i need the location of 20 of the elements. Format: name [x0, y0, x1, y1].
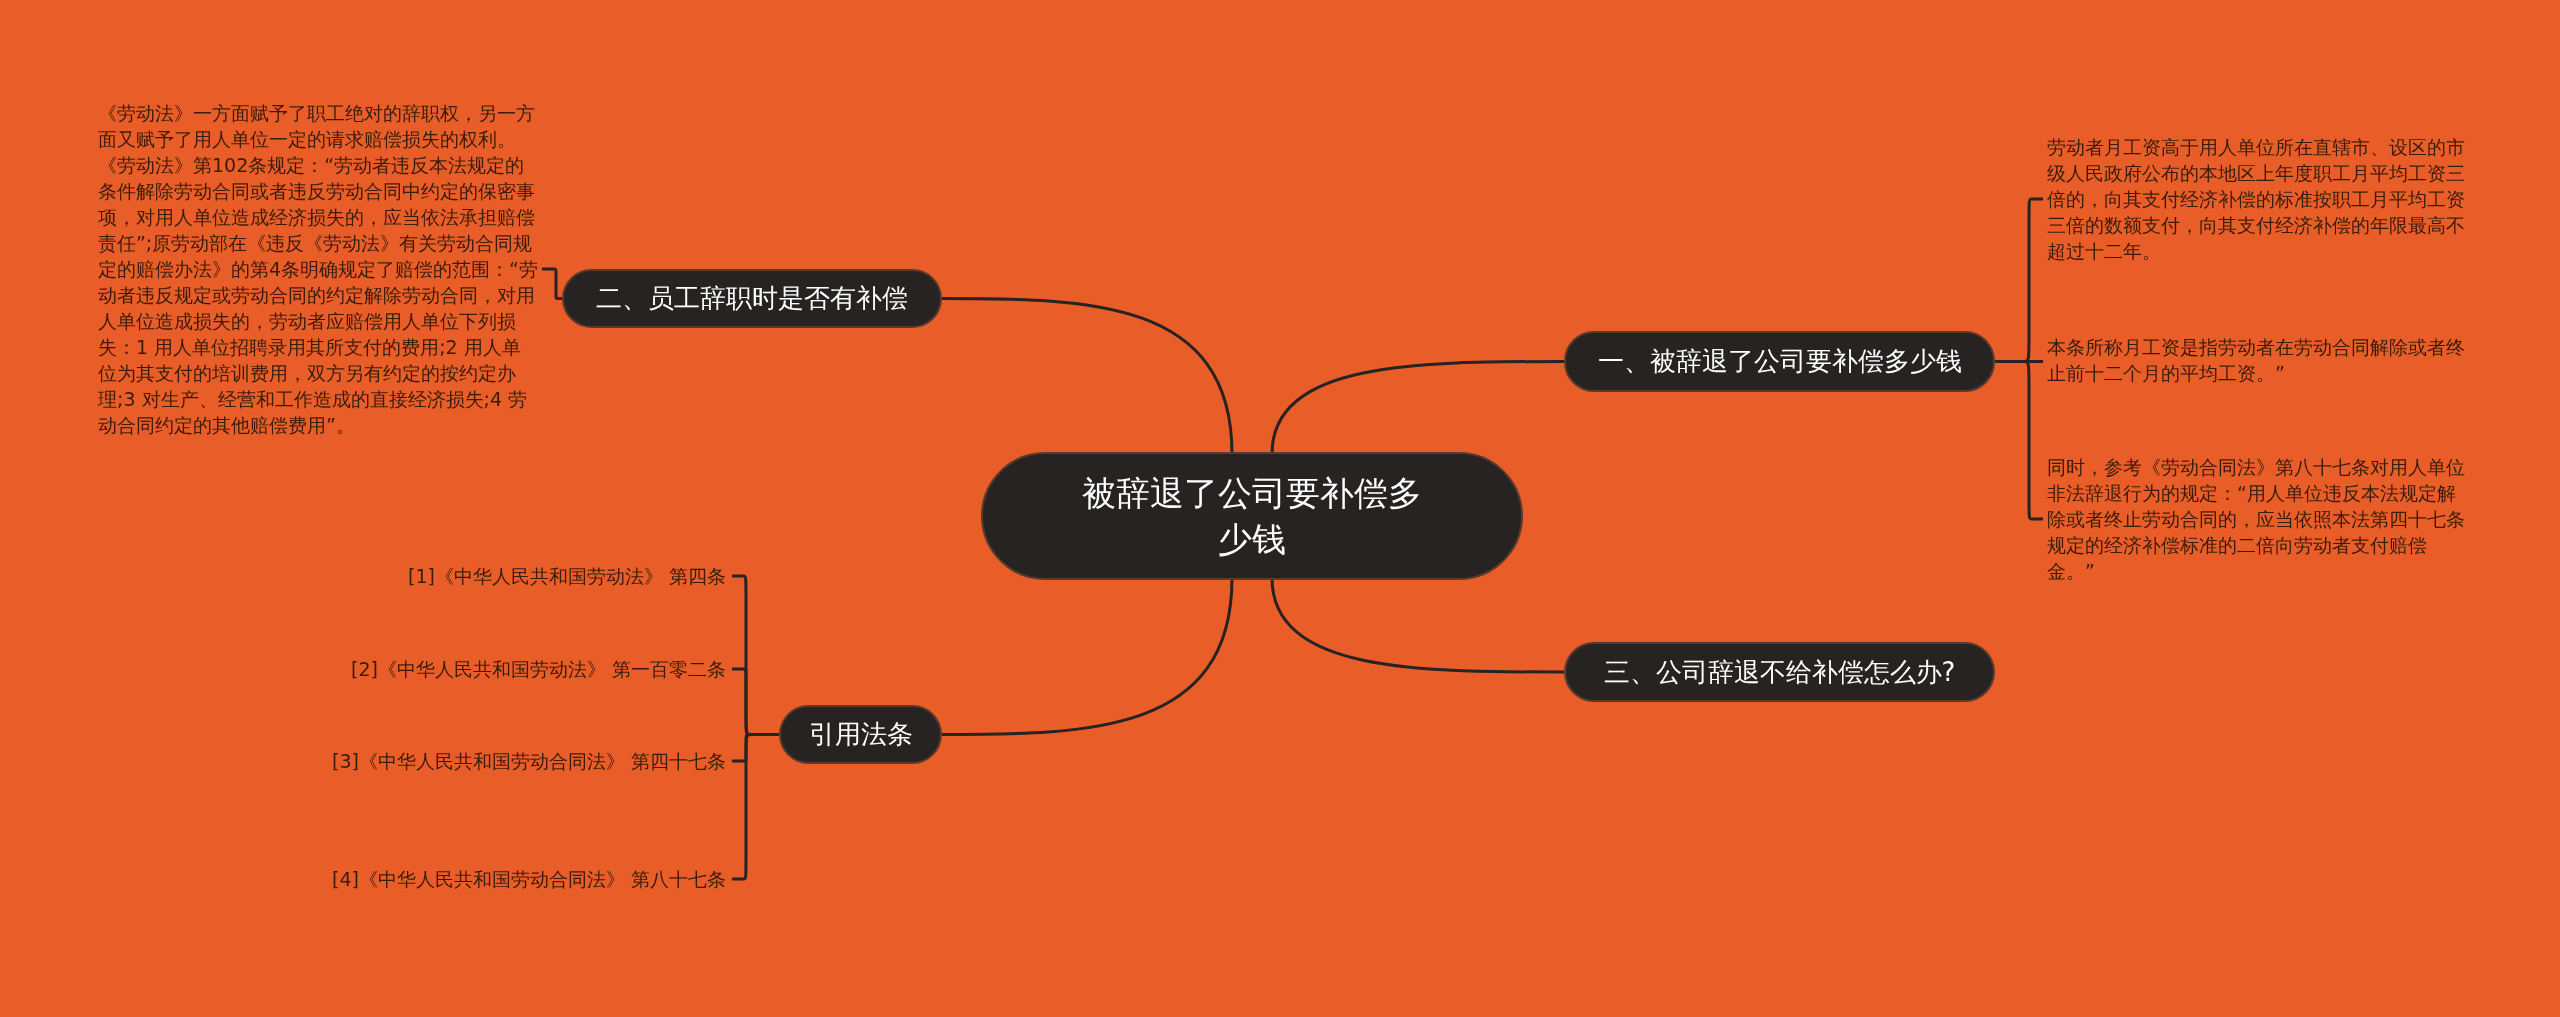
connector-line: [1270, 360, 1564, 455]
citation-text: [3]《中华人民共和国劳动合同法》 第四十七条: [332, 748, 728, 774]
connector-line: [942, 297, 1234, 455]
connector-line: [942, 577, 1234, 736]
connector-line: [542, 267, 563, 300]
topic-label: 一、被辞退了公司要补偿多少钱: [1597, 345, 1962, 378]
note-text: 劳动者月工资高于用人单位所在直辖市、设区的市级人民政府公布的本地区上年度职工月平均工资三倍的，向其支付经济补偿的标准按职工月平均工资三倍的数额支付，向其支付经济补偿的年限最高不超过十二年。: [2047, 134, 2472, 264]
note-text: 本条所称月工资是指劳动者在劳动合同解除或者终止前十二个月的平均工资。”: [2047, 334, 2472, 386]
topic-label: 三、公司辞退不给补偿怎么办?: [1603, 655, 1956, 689]
topic-label: 二、员工辞职时是否有补偿: [596, 282, 908, 315]
note-text: 同时，参考《劳动合同法》第八十七条对用人单位非法辞退行为的规定：“用人单位违反本法规定解除或者终止劳动合同的，应当依照本法第四十七条规定的经济补偿标准的二倍向劳动者支付赔偿金。”: [2047, 454, 2472, 584]
citation-text: [1]《中华人民共和国劳动法》 第四条: [408, 563, 728, 589]
topic-pill: [1564, 642, 1995, 702]
note-text: 《劳动法》一方面赋予了职工绝对的辞职权，另一方面又赋予了用人单位一定的请求赔偿损失的权利。《劳动法》第102条规定：“劳动者违反本法规定的条件解除劳动合同或者违反劳动合同中约定的保密事项，对用人单位造成经济损失的，应当依法承担赔偿责任”;原劳动部在《违反《劳动法》有关劳动合同规定的赔偿办法》的第4条明确规定了赔偿的范围：“劳动者违反规定或劳动合同的约定解除劳动合同，对用人单位造成损失的，劳动者应赔偿用人单位下列损失：1 用人单位招聘录用其所支付的费用;2 用人单位为其支付的培训费用，双方另有约定的按约定办理;3 对生产、经营和工作造成的直接经济损失;4 劳动合同约定的其他赔偿费用”。: [98, 100, 538, 438]
connector-line: [1270, 577, 1564, 674]
topic-label: 引用法条: [808, 718, 913, 751]
topic-label: 被辞退了公司要补偿多少钱: [1081, 472, 1423, 561]
citation-text: [2]《中华人民共和国劳动法》 第一百零二条: [351, 656, 728, 682]
citation-text: [4]《中华人民共和国劳动合同法》 第八十七条: [332, 866, 728, 892]
topic-pill: [1564, 331, 1995, 392]
